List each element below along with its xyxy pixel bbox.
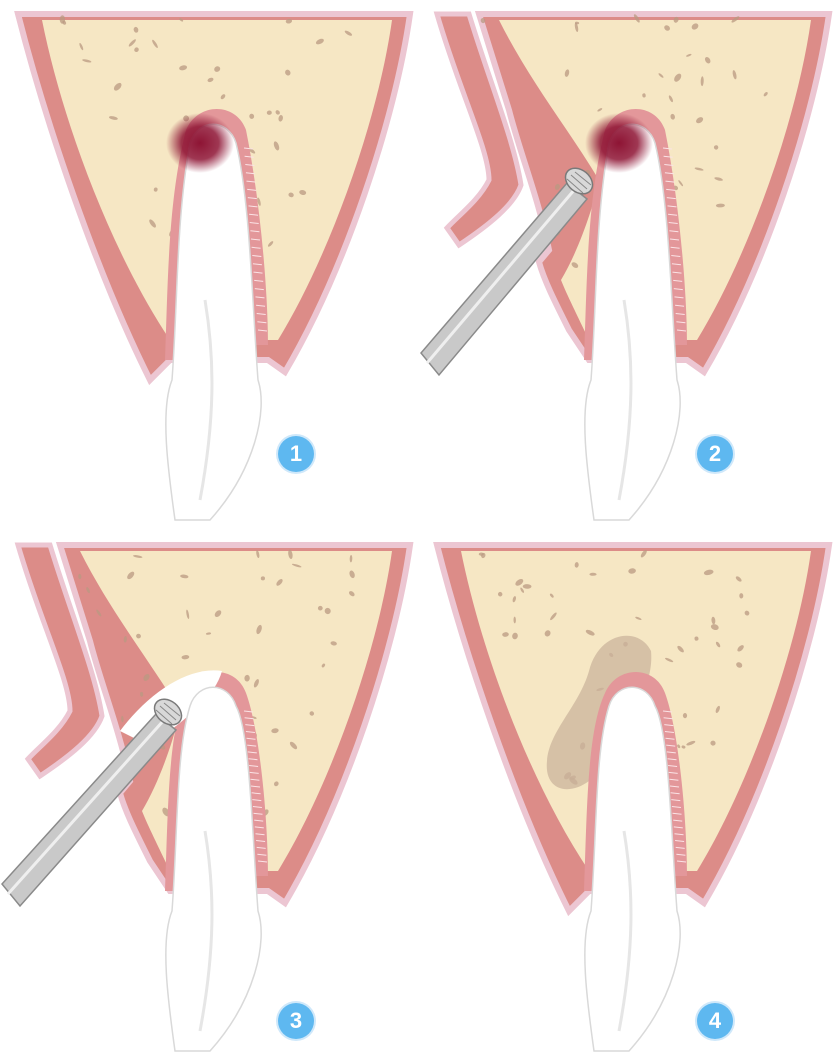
apical-lesion <box>585 113 653 173</box>
panel-illustration <box>419 0 837 531</box>
apical-lesion <box>166 113 234 173</box>
panel-illustration <box>0 531 418 1062</box>
step-number-badge-2: 2 <box>697 436 733 472</box>
panel-illustration <box>0 0 418 531</box>
step-number-badge-4: 4 <box>697 1003 733 1039</box>
step-panel-1 <box>0 0 418 531</box>
panel-illustration <box>419 531 837 1062</box>
step-panel-3 <box>0 531 418 1062</box>
step-number-badge-3: 3 <box>278 1003 314 1039</box>
step-panel-4 <box>419 531 837 1062</box>
step-number-badge-1: 1 <box>278 436 314 472</box>
step-panel-2 <box>419 0 837 531</box>
